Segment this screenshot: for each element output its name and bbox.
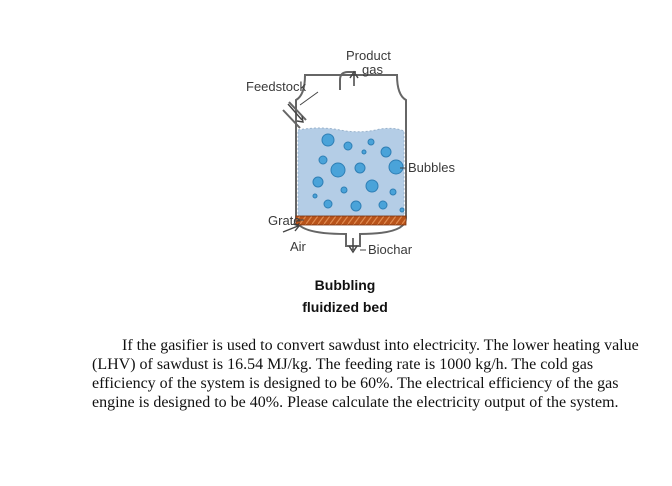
bubble — [361, 149, 367, 155]
bubble — [321, 133, 335, 147]
bubble — [380, 146, 392, 158]
feedstock-leader — [299, 91, 319, 106]
bubble — [388, 159, 404, 175]
gas-outlet-pipe — [339, 71, 356, 90]
gas-arrow — [349, 70, 359, 86]
air-inlet — [282, 223, 301, 233]
bubble — [350, 200, 362, 212]
bubble — [389, 188, 397, 196]
label-grate: Grate — [268, 213, 301, 228]
caption-line-2: fluidized bed — [302, 299, 388, 315]
label-air: Air — [290, 239, 307, 254]
bubble — [340, 186, 348, 194]
biochar-arrow — [348, 238, 358, 254]
feedstock-inlet — [282, 101, 307, 129]
bubble — [354, 162, 366, 174]
bubble — [378, 200, 388, 210]
bubble — [367, 138, 375, 146]
fluidized-bed — [297, 127, 405, 217]
bubble — [330, 162, 346, 178]
bubble — [312, 193, 318, 199]
label-biochar: Biochar — [368, 242, 413, 257]
bubble — [318, 155, 328, 165]
label-gas: gas — [362, 62, 383, 77]
bubbles — [312, 133, 405, 213]
bubble — [312, 176, 324, 188]
bubble — [399, 207, 405, 213]
label-feedstock: Feedstock — [246, 79, 306, 94]
gasifier-diagram: Product gas Feedstock Bubbles Grate Air … — [246, 48, 455, 257]
label-product: Product — [346, 48, 391, 63]
caption-line-1: Bubbling — [314, 277, 376, 293]
diagram-caption: Bubbling fluidized bed — [270, 274, 420, 318]
bubble — [343, 141, 353, 151]
bubble — [365, 179, 379, 193]
bubble — [323, 199, 333, 209]
grate — [295, 215, 407, 226]
label-bubbles: Bubbles — [408, 160, 455, 175]
problem-statement: If the gasifier is used to convert sawdu… — [92, 337, 639, 411]
